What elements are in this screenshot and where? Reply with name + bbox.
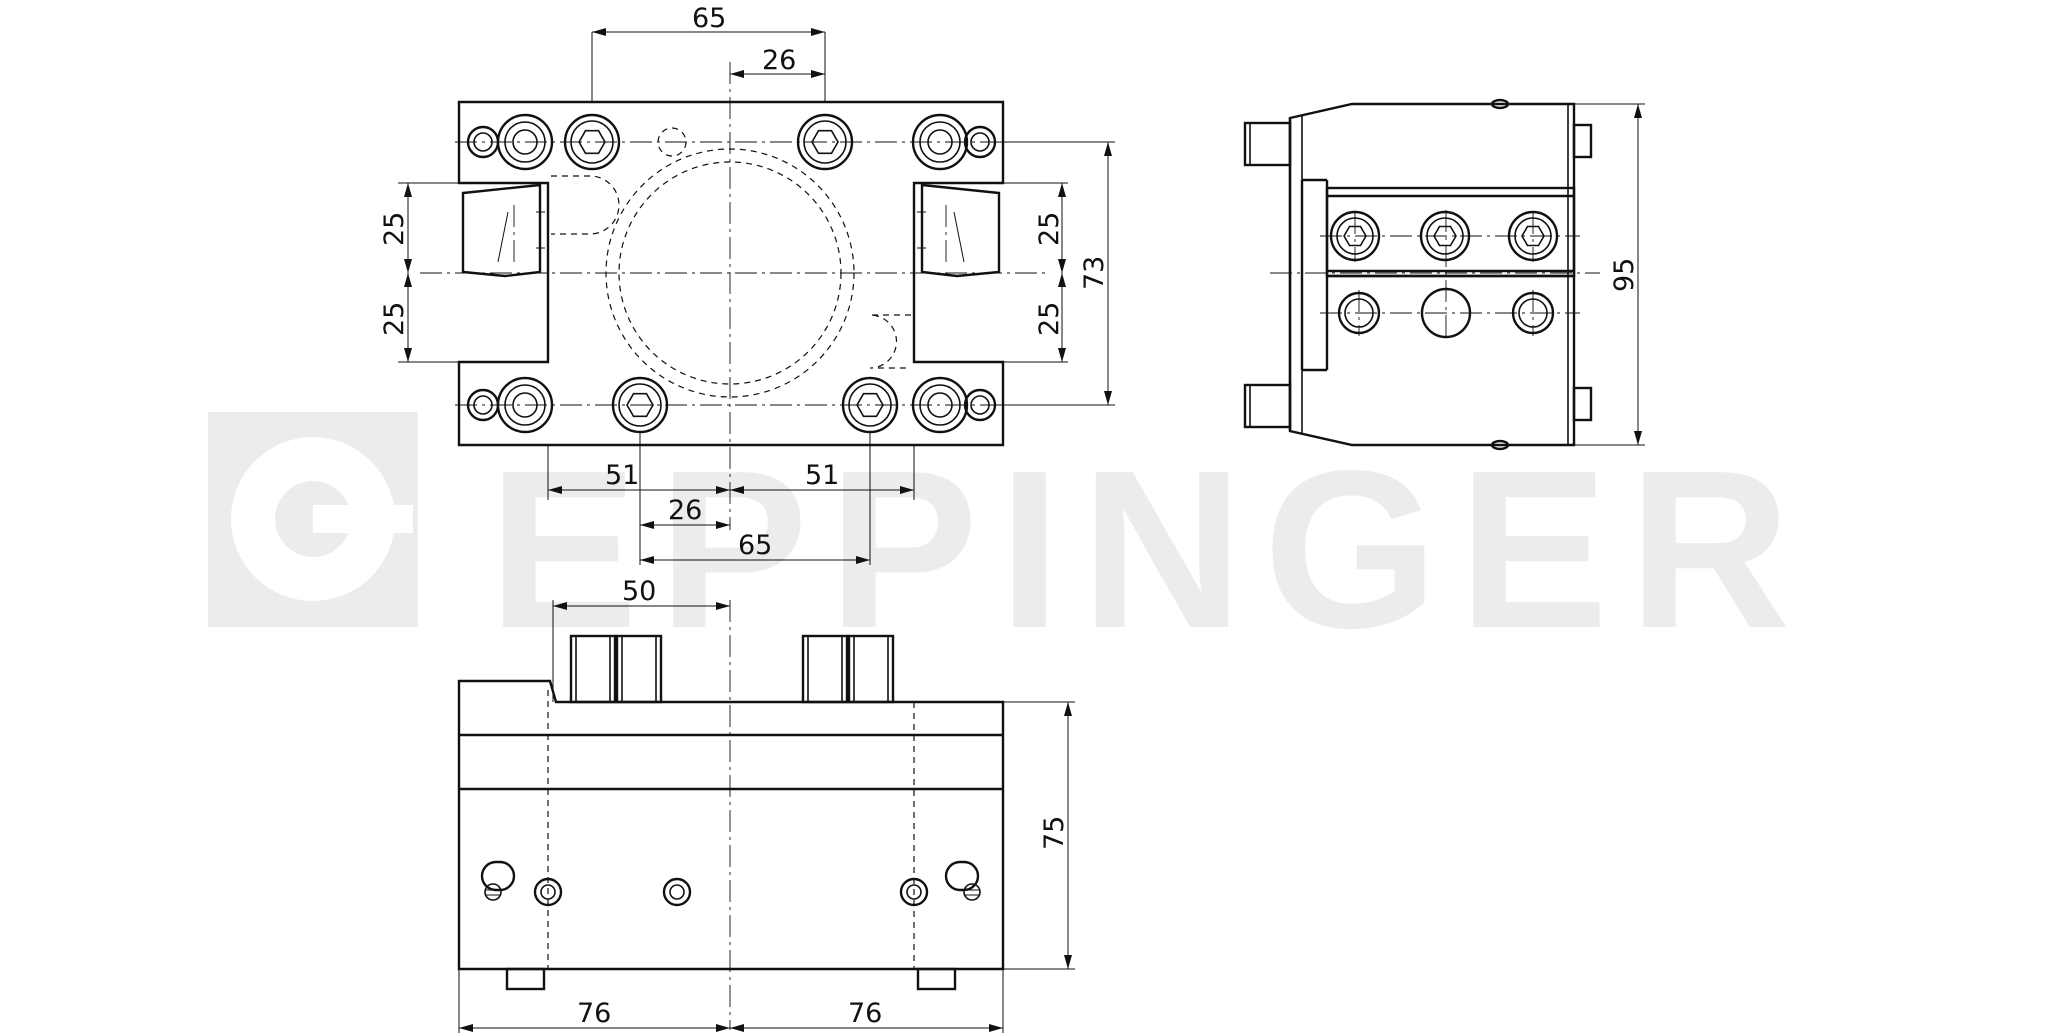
svg-text:25: 25 [379, 212, 410, 246]
side-view-body [1288, 102, 1576, 447]
svg-text:26: 26 [762, 45, 796, 76]
dim-51: 51 51 [547, 445, 915, 500]
side-stud-left-upper [1243, 121, 1292, 167]
front-view-body [457, 679, 1005, 971]
front-hole-right-oblong [944, 860, 981, 901]
dim-73: 73 [1003, 141, 1115, 406]
svg-text:65: 65 [738, 530, 772, 561]
svg-text:25: 25 [1034, 212, 1065, 246]
dim-65-bottom: 65 [640, 432, 871, 565]
dim-26-top: 26 [730, 45, 825, 78]
dim-25-right: 25 25 [914, 182, 1068, 363]
side-stud-right-upper [1572, 123, 1593, 159]
watermark-brand-text: EPPINGER [488, 423, 1811, 675]
front-view: 50 75 76 76 [457, 576, 1075, 1033]
front-hole-right [899, 877, 929, 907]
svg-text:50: 50 [622, 576, 656, 607]
top-view: 65 26 25 25 [379, 3, 1115, 565]
side-stud-right-lower [1572, 386, 1593, 422]
side-view: 95 [1243, 98, 1645, 451]
svg-text:76: 76 [577, 998, 611, 1029]
dim-95: 95 [1574, 103, 1645, 446]
svg-text:75: 75 [1039, 816, 1070, 850]
svg-text:25: 25 [379, 302, 410, 336]
svg-text:51: 51 [805, 460, 839, 491]
front-foot-left [505, 967, 546, 991]
dim-75: 75 [1003, 701, 1075, 970]
svg-text:76: 76 [848, 998, 882, 1029]
svg-text:73: 73 [1079, 256, 1110, 290]
svg-text:25: 25 [1034, 302, 1065, 336]
dim-50: 50 [552, 576, 730, 702]
svg-text:26: 26 [668, 495, 702, 526]
dim-65-top: 65 [591, 3, 826, 102]
eppinger-watermark: EPPINGER [208, 412, 1811, 675]
front-foot-right [916, 967, 957, 991]
dim-26-bottom: 26 [639, 432, 730, 565]
side-stud-left-lower [1243, 383, 1292, 429]
front-hole-left [533, 877, 563, 907]
clamp-wedge-right-upper [920, 183, 1001, 278]
dim-76: 76 76 [458, 969, 1004, 1033]
dim-25-left: 25 25 [379, 182, 548, 363]
svg-text:95: 95 [1609, 258, 1640, 292]
front-hole-left-oblong [480, 860, 516, 901]
svg-text:51: 51 [605, 460, 639, 491]
front-hole-center [662, 877, 692, 907]
clamp-wedge-left-upper [461, 183, 542, 278]
svg-text:65: 65 [692, 3, 726, 34]
